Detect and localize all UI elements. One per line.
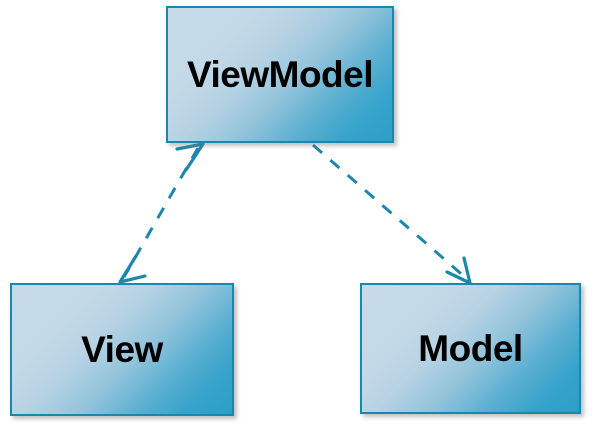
- node-model-label: Model: [418, 328, 523, 369]
- node-view-label: View: [81, 329, 163, 370]
- arrowhead-to-viewmodel: [175, 142, 205, 172]
- node-model[interactable]: Model: [360, 283, 581, 414]
- node-viewmodel-label: ViewModel: [186, 54, 374, 95]
- connector-viewmodel-view: [118, 142, 205, 284]
- connector-viewmodel-model: [312, 143, 472, 285]
- arrowhead-to-model: [445, 256, 472, 285]
- arrowhead-to-view: [118, 254, 147, 284]
- node-view[interactable]: View: [10, 283, 234, 416]
- node-viewmodel[interactable]: ViewModel: [166, 6, 394, 143]
